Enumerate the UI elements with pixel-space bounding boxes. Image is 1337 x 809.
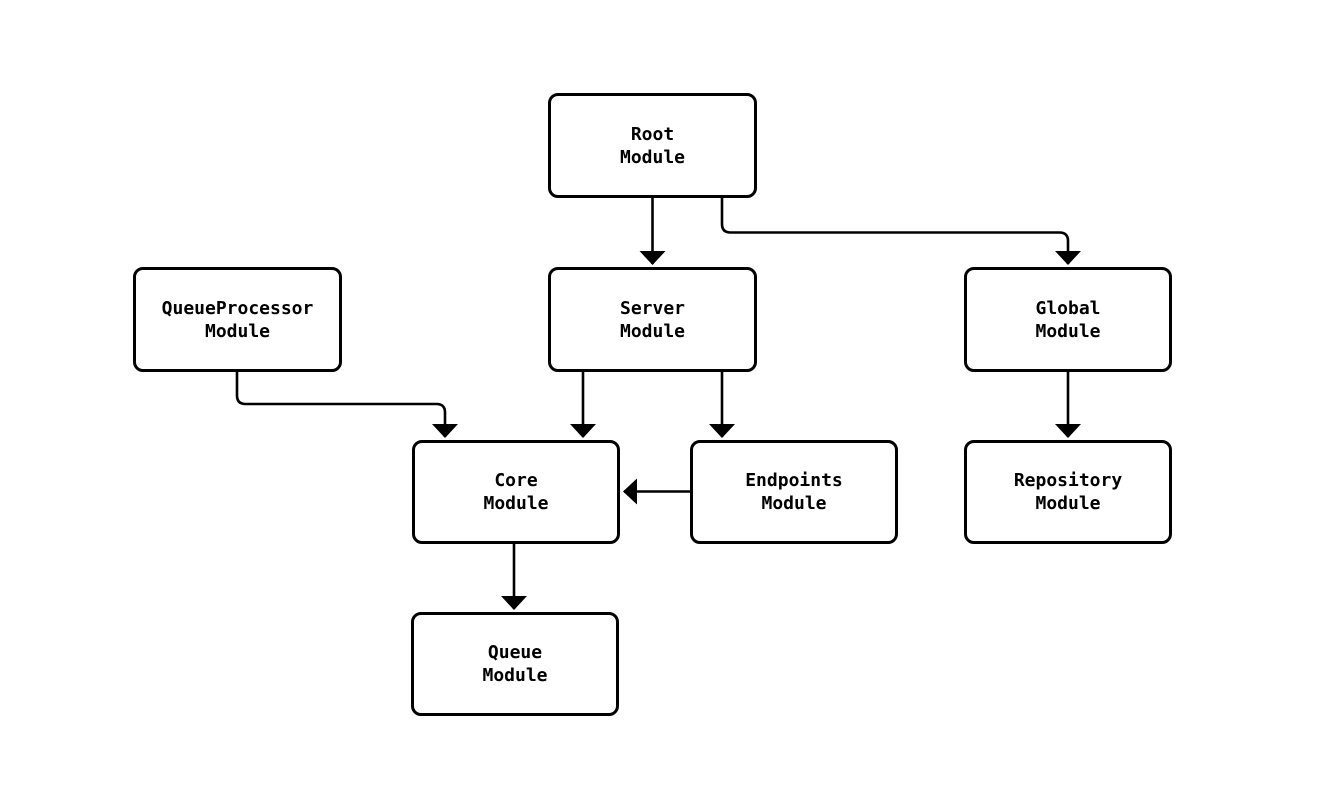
node-global-module: Global Module — [964, 267, 1172, 372]
node-queueprocessor-module: QueueProcessor Module — [133, 267, 342, 372]
edge-queueprocessor-to-core — [235, 372, 458, 438]
node-label-line1: QueueProcessor — [161, 297, 314, 319]
node-label-line1: Queue — [487, 642, 543, 663]
node-label-line1: Global — [1035, 297, 1101, 319]
node-endpoints-module: Endpoints Module — [690, 440, 898, 544]
node-label-line2: Module — [1035, 493, 1101, 514]
node-label-line1: Endpoints — [745, 470, 843, 491]
node-label-line2: Module — [619, 320, 686, 342]
node-label-line1: Core — [494, 470, 538, 491]
node-label-line2: Module — [619, 146, 686, 168]
node-queue-module: Queue Module — [411, 612, 619, 716]
node-label-line2: Module — [204, 320, 271, 342]
node-core-module: Core Module — [412, 440, 620, 544]
node-label-line2: Module — [1035, 320, 1101, 342]
edge-root-to-global — [720, 198, 1081, 265]
node-label-line1: Server — [619, 297, 686, 319]
node-repository-module: Repository Module — [964, 440, 1172, 544]
node-server-module: Server Module — [548, 267, 757, 372]
node-label-line2: Module — [761, 493, 827, 514]
node-label-line2: Module — [483, 493, 549, 514]
node-label-line1: Repository — [1013, 470, 1123, 491]
node-label-line2: Module — [482, 665, 548, 686]
node-root-module: Root Module — [548, 93, 757, 198]
node-label-line1: Root — [630, 123, 675, 145]
